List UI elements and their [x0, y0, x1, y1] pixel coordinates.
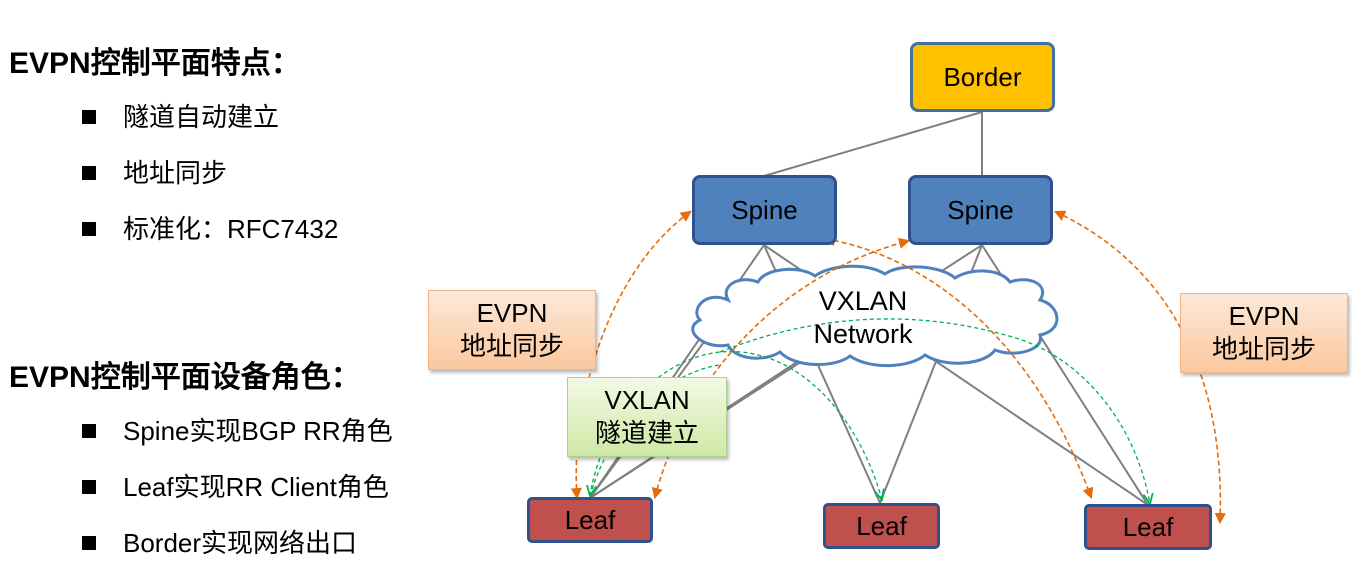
section-heading-roles: EVPN控制平面设备角色： — [9, 361, 361, 394]
list-item: Leaf实现RR Client角色 — [80, 467, 393, 523]
square-bullet-icon — [82, 166, 96, 180]
list-item: Border实现网络出口 — [80, 523, 393, 579]
list-item: 地址同步 — [80, 153, 338, 209]
callout-line2: 地址同步 — [459, 331, 564, 361]
callout-line1: EVPN — [1228, 301, 1300, 331]
network-diagram — [570, 111, 1226, 525]
leaf-node-right: Leaf — [1084, 504, 1212, 550]
border-node: Border — [910, 42, 1055, 112]
square-bullet-icon — [82, 480, 96, 494]
list-item: 隧道自动建立 — [80, 97, 338, 153]
spine-node-right: Spine — [908, 175, 1053, 245]
list-item: Spine实现BGP RR角色 — [80, 411, 393, 467]
leaf-label: Leaf — [564, 504, 616, 535]
evpn-sync-arrows — [570, 210, 1226, 525]
features-list: 隧道自动建立 地址同步 标准化：RFC7432 — [80, 97, 338, 265]
list-item-text: Spine实现BGP RR角色 — [123, 416, 393, 446]
list-item: 标准化：RFC7432 — [80, 209, 338, 265]
leaf-label: Leaf — [856, 510, 907, 541]
callout-line2: 隧道建立 — [594, 418, 699, 448]
border-links — [763, 111, 983, 177]
vxlan-network-label: VXLAN Network — [773, 285, 953, 351]
list-item-text: 地址同步 — [123, 158, 228, 188]
spine-label: Spine — [947, 194, 1014, 225]
square-bullet-icon — [82, 110, 96, 124]
square-bullet-icon — [82, 424, 96, 438]
callout-line2: 地址同步 — [1211, 334, 1316, 364]
spine-node-left: Spine — [692, 175, 837, 245]
square-bullet-icon — [82, 222, 96, 236]
evpn-sync-callout-left: EVPN 地址同步 — [428, 290, 596, 370]
cloud-label-line2: Network — [813, 319, 913, 349]
list-item-text: 隧道自动建立 — [123, 102, 280, 132]
square-bullet-icon — [82, 536, 96, 550]
callout-line1: EVPN — [476, 298, 548, 328]
list-item-text: Border实现网络出口 — [123, 528, 358, 558]
spine-label: Spine — [731, 194, 798, 225]
border-label: Border — [943, 61, 1022, 92]
list-item-text: 标准化：RFC7432 — [123, 214, 339, 244]
list-item-text: Leaf实现RR Client角色 — [123, 472, 389, 502]
evpn-sync-callout-right: EVPN 地址同步 — [1180, 293, 1348, 373]
leaf-node-middle: Leaf — [823, 503, 940, 549]
leaf-node-left: Leaf — [527, 497, 653, 543]
vxlan-tunnel-callout: VXLAN 隧道建立 — [567, 377, 727, 457]
section-heading-features: EVPN控制平面特点： — [9, 47, 301, 80]
cloud-label-line1: VXLAN — [818, 286, 908, 316]
roles-list: Spine实现BGP RR角色 Leaf实现RR Client角色 Border… — [80, 411, 393, 579]
callout-line1: VXLAN — [604, 385, 690, 415]
leaf-label: Leaf — [1122, 511, 1174, 542]
